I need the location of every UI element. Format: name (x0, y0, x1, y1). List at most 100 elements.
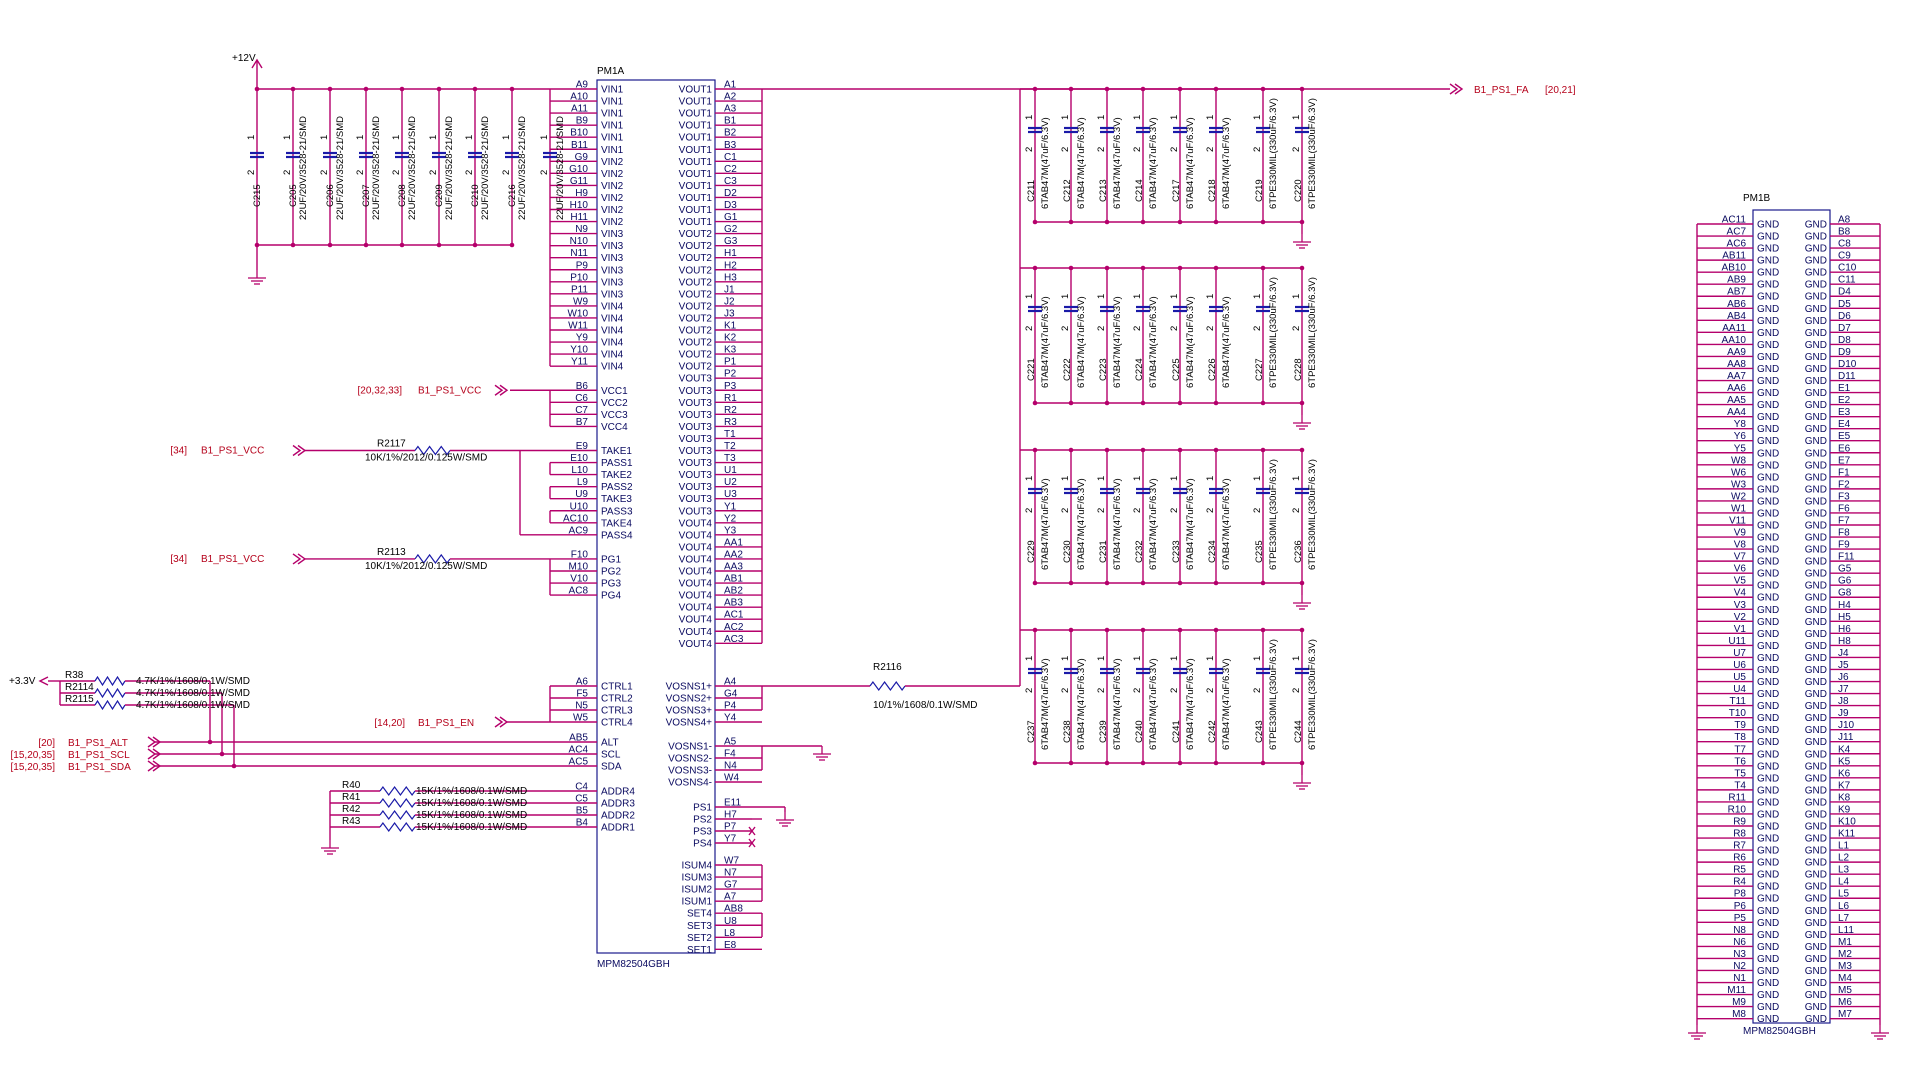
pin-number: K4 (1838, 744, 1851, 755)
pin-number: F4 (724, 749, 736, 760)
pin-number: U10 (570, 501, 589, 512)
pin-name: TAKE4 (601, 518, 632, 529)
pin-name: GND (1757, 942, 1779, 953)
cap-ref: C208 (397, 184, 408, 207)
net-name-alt: B1_PS1_ALT (68, 738, 128, 749)
pin-name: GND (1805, 292, 1827, 303)
pin-number: M4 (1838, 973, 1852, 984)
res-ref-addr: R43 (342, 816, 361, 827)
pin-number: B2 (724, 128, 737, 139)
pin-number: F3 (1838, 491, 1850, 502)
junction-dot (1260, 760, 1266, 766)
res-ref-pullup: R2115 (65, 694, 94, 705)
pin-number: W10 (567, 308, 588, 319)
junction-dot (1260, 400, 1266, 406)
pin-name: PS4 (693, 839, 712, 850)
pin-number: T2 (724, 441, 736, 452)
cap-ref: C205 (288, 184, 299, 207)
pin-number: T4 (1734, 780, 1746, 791)
pin-number: U1 (724, 465, 737, 476)
pin-name: VCC3 (601, 410, 628, 421)
pin-number: H8 (1838, 636, 1851, 647)
pin-name: GND (1805, 822, 1827, 833)
pin-name: VIN1 (601, 85, 624, 96)
pin-number: N3 (1733, 949, 1746, 960)
res-value-addr: 15K/1%/1608/0.1W/SMD (416, 786, 527, 797)
cap-pin-1: 1 (1291, 656, 1302, 661)
pin-number: V11 (1729, 516, 1746, 527)
pin-number: Y2 (724, 513, 737, 524)
pin-number: A2 (724, 92, 737, 103)
pin-name: GND (1805, 1014, 1827, 1025)
pin-name: VOUT3 (679, 482, 713, 493)
pin-number: V1 (1734, 624, 1747, 635)
pin-name: VCC2 (601, 398, 628, 409)
cap-pin-2: 2 (1252, 326, 1263, 331)
pin-number: N8 (1733, 925, 1746, 936)
cap-pin-2: 2 (1169, 326, 1180, 331)
pin-number: W2 (1731, 491, 1746, 502)
cap-value: 6TAB47M(47uF/6.3V) (1112, 658, 1123, 750)
pin-name: VOUT2 (679, 301, 713, 312)
pin-name: GND (1757, 713, 1779, 724)
junction-dot (1104, 447, 1110, 453)
pin-name: GND (1757, 701, 1779, 712)
pin-name: GND (1805, 834, 1827, 845)
cap-value: 6TPE330MIL(330uF/6.3V) (1307, 277, 1318, 388)
pin-name: VIN4 (601, 350, 624, 361)
pin-name: VOUT2 (679, 265, 713, 276)
pin-number: R5 (1733, 865, 1746, 876)
cap-ref: C232 (1134, 540, 1145, 563)
net-arrow-sda (152, 760, 162, 772)
junction-dot (1104, 760, 1110, 766)
pin-name: ADDR3 (601, 799, 635, 810)
pin-number: AB9 (1727, 275, 1746, 286)
pin-number: H3 (724, 272, 737, 283)
pin-name: GND (1757, 629, 1779, 640)
pin-number: K7 (1838, 780, 1851, 791)
resistor-body (94, 687, 126, 699)
pin-number: T1 (724, 429, 736, 440)
cap-value: 6TAB47M(47uF/6.3V) (1221, 296, 1232, 388)
pin-number: B8 (1838, 227, 1851, 238)
cap-ref: C206 (325, 184, 336, 207)
pin-name: GND (1757, 906, 1779, 917)
pin-name: GND (1805, 749, 1827, 760)
resistor-body (379, 821, 416, 833)
pin-name: VIN4 (601, 362, 624, 373)
cap-pin-2: 2 (1291, 326, 1302, 331)
pin-number: T3 (724, 453, 736, 464)
pin-name: GND (1757, 340, 1779, 351)
junction-dot (1032, 265, 1038, 271)
pin-number: A1 (724, 80, 737, 91)
pin-name: GND (1805, 388, 1827, 399)
pin-name: GND (1757, 797, 1779, 808)
pin-name: GND (1805, 773, 1827, 784)
pin-name: GND (1757, 220, 1779, 231)
pin-name: GND (1805, 316, 1827, 327)
pin-name: GND (1757, 653, 1779, 664)
pin-name: GND (1805, 352, 1827, 363)
pin-number: J10 (1838, 720, 1855, 731)
junction-dot (1299, 86, 1305, 92)
net-name-pg: B1_PS1_VCC (201, 554, 264, 565)
pin-number: V5 (1734, 576, 1747, 587)
pin-number: J9 (1838, 708, 1849, 719)
cap-pin-1: 1 (1169, 476, 1180, 481)
cap-ref: C226 (1207, 358, 1218, 381)
pin-number: G5 (1838, 564, 1852, 575)
junction-dot (1104, 86, 1110, 92)
junction-dot (436, 242, 442, 248)
pin-number: G3 (724, 236, 738, 247)
pin-name: VOUT1 (679, 169, 713, 180)
cap-pin-2: 2 (1024, 508, 1035, 513)
pin-name: SDA (601, 762, 622, 773)
pin-name: GND (1757, 545, 1779, 556)
pin-number: H7 (724, 810, 737, 821)
pin-name: GND (1805, 858, 1827, 869)
pin-name: GND (1757, 858, 1779, 869)
junction-dot (509, 86, 515, 92)
cap-value: 6TAB47M(47uF/6.3V) (1148, 117, 1159, 209)
pin-name: GND (1805, 448, 1827, 459)
cap-pin-2: 2 (355, 170, 366, 175)
